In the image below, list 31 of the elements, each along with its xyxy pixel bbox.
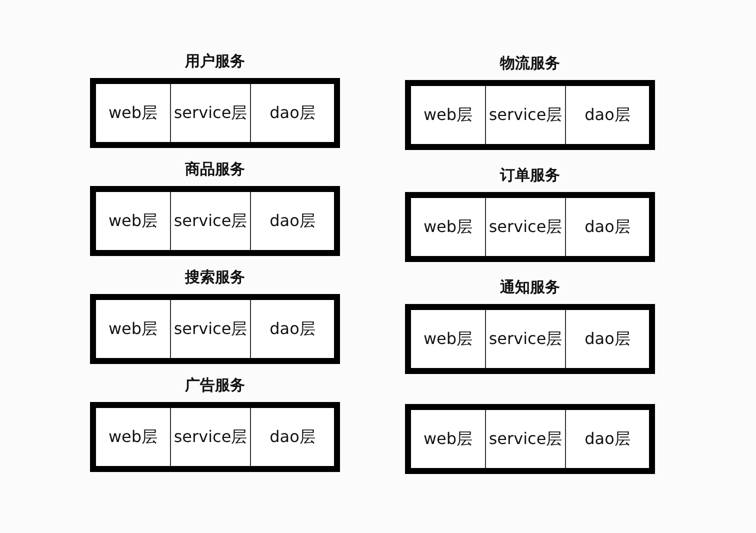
layer-cell: web层	[96, 300, 171, 358]
service-title: 订单服务	[498, 166, 561, 185]
layer-cell: web层	[96, 408, 171, 466]
layer-cell: web层	[411, 410, 486, 468]
service-title: 搜索服务	[184, 268, 246, 287]
service-title: 广告服务	[184, 376, 246, 395]
layer-cell: service层	[171, 84, 251, 142]
layer-cell: service层	[486, 410, 566, 468]
layer-cell: web层	[411, 86, 486, 144]
layer-cell: service层	[171, 408, 251, 466]
layer-cell: web层	[96, 192, 171, 250]
service-title: 用户服务	[184, 52, 246, 71]
layer-cell: dao层	[251, 300, 334, 358]
layer-cell: dao层	[251, 408, 334, 466]
layer-cell: service层	[486, 86, 566, 144]
layer-cell: service层	[171, 300, 251, 358]
layer-cell: dao层	[251, 192, 334, 250]
layer-cell: service层	[171, 192, 251, 250]
layer-cell: dao层	[566, 198, 649, 256]
layer-cell: dao层	[566, 310, 649, 368]
layer-cell: web层	[96, 84, 171, 142]
layer-cell: dao层	[566, 86, 649, 144]
service-title: 物流服务	[498, 54, 561, 73]
service-title: 商品服务	[184, 160, 246, 179]
layer-cell: service层	[486, 310, 566, 368]
layer-cell: dao层	[566, 410, 649, 468]
layer-cell: web层	[411, 310, 486, 368]
layer-cell: service层	[486, 198, 566, 256]
layer-cell: dao层	[251, 84, 334, 142]
service-title: 通知服务	[499, 278, 561, 297]
layer-cell: web层	[411, 198, 486, 256]
